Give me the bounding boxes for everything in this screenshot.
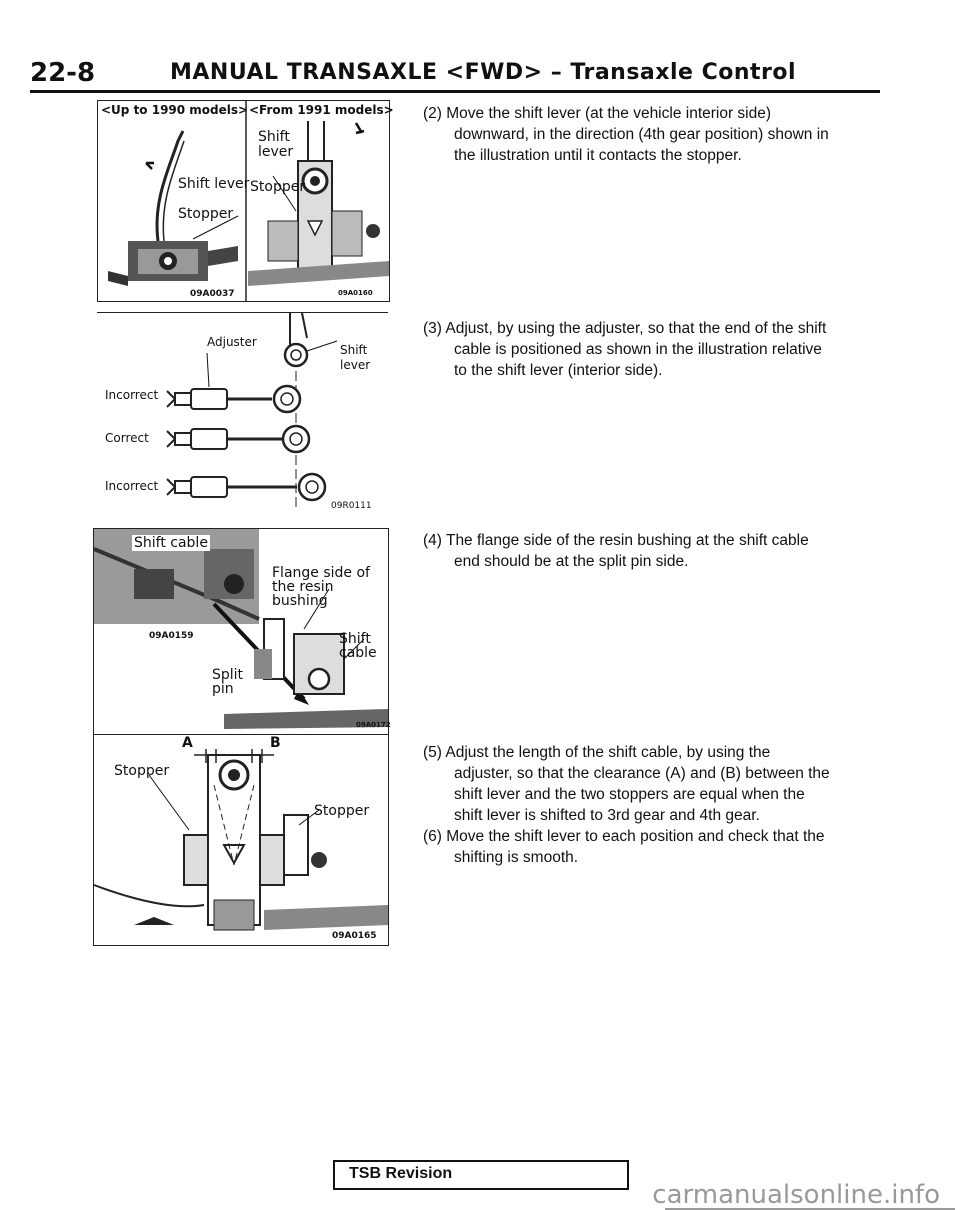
step-6: (6) Move the shift lever to each positio… xyxy=(423,826,883,868)
figure-resin-bushing: Shift cable Flange side of the resin bus… xyxy=(93,528,391,736)
label-flange-1: Flange side of xyxy=(272,565,370,581)
step-3-line-2: cable is positioned as shown in the illu… xyxy=(454,341,822,358)
figure-clearance-ab: A B Stopper Stopper 09A0165 xyxy=(93,734,389,946)
figure-code: 09A0172 xyxy=(356,721,391,729)
step-3-line-1: (3) Adjust, by using the adjuster, so th… xyxy=(423,320,827,337)
label-split-2: pin xyxy=(212,681,234,697)
label-flange-3: bushing xyxy=(272,593,328,609)
label-correct: Correct xyxy=(105,431,149,445)
step-5-line-2: adjuster, so that the clearance (A) and … xyxy=(454,765,830,782)
label-shift-lever-left: Shift lever xyxy=(178,176,250,192)
label-shift-cable-2: cable xyxy=(339,645,377,661)
label-shift-2: lever xyxy=(340,358,371,372)
figure-code: 09R0111 xyxy=(331,501,372,511)
label-shift-right-2: lever xyxy=(258,144,294,160)
figure-adjuster-positions: Adjuster Shift lever Incorrect Correct I… xyxy=(97,312,388,515)
header-rule xyxy=(30,90,880,93)
row-incorrect-1 xyxy=(166,384,302,414)
label-incorrect-2: Incorrect xyxy=(105,479,159,493)
step-2: (2) Move the shift lever (at the vehicle… xyxy=(423,103,883,166)
tsb-revision-label: TSB Revision xyxy=(349,1165,453,1182)
label-stopper-right: Stopper xyxy=(250,179,306,195)
step-6-line-1: (6) Move the shift lever to each positio… xyxy=(423,828,825,845)
figure-shift-lever-stopper: <Up to 1990 models> <From 1991 models> S… xyxy=(97,100,394,302)
step-5: (5) Adjust the length of the shift cable… xyxy=(423,742,883,826)
step-4-line-1: (4) The flange side of the resin bushing… xyxy=(423,532,809,549)
step-5-line-3: shift lever and the two stoppers are equ… xyxy=(454,786,805,803)
label-stopper-left: Stopper xyxy=(178,206,234,222)
step-6-line-2: shifting is smooth. xyxy=(454,849,579,866)
step-3-line-3: to the shift lever (interior side). xyxy=(454,362,663,379)
label-b: B xyxy=(270,735,281,751)
step-3: (3) Adjust, by using the adjuster, so th… xyxy=(423,318,883,381)
figure-adjuster-illustration xyxy=(166,312,338,508)
tsb-revision-box: TSB Revision xyxy=(333,1160,629,1190)
figure-code: 09A0165 xyxy=(332,931,377,941)
label-stopper-right: Stopper xyxy=(314,803,370,819)
step-4-line-2: end should be at the split pin side. xyxy=(454,553,689,570)
label-a: A xyxy=(182,735,193,751)
figure-clearance-illustration xyxy=(93,749,388,931)
label-incorrect-1: Incorrect xyxy=(105,388,159,402)
label-up-to-1990: <Up to 1990 models> xyxy=(101,103,249,117)
label-shift-cable-1: Shift xyxy=(339,631,371,647)
label-shift-1: Shift xyxy=(340,343,368,357)
figure-code-right: 09A0160 xyxy=(338,289,373,297)
page-header: 22-8 MANUAL TRANSAXLE <FWD> – Transaxle … xyxy=(30,58,880,92)
step-5-line-4: shift lever is shifted to 3rd gear and 4… xyxy=(454,807,760,824)
label-flange-2: the resin xyxy=(272,579,334,595)
figure-shift-lever-illustration xyxy=(108,101,389,301)
step-4: (4) The flange side of the resin bushing… xyxy=(423,530,883,572)
label-adjuster: Adjuster xyxy=(207,335,257,349)
label-shift-right-1: Shift xyxy=(258,129,290,145)
label-stopper-left: Stopper xyxy=(114,763,170,779)
watermark: carmanualsonline.info xyxy=(652,1180,940,1210)
figure-code-left: 09A0037 xyxy=(190,289,235,299)
page-number: 22-8 xyxy=(30,58,96,88)
step-2-line-3: the illustration until it contacts the s… xyxy=(454,147,742,164)
label-from-1991: <From 1991 models> xyxy=(249,103,394,117)
watermark-rule xyxy=(665,1208,955,1210)
step-2-line-2: downward, in the direction (4th gear pos… xyxy=(454,126,829,143)
step-2-line-1: (2) Move the shift lever (at the vehicle… xyxy=(423,105,772,122)
page-title: MANUAL TRANSAXLE <FWD> – Transaxle Contr… xyxy=(170,60,797,85)
figure-code-mid: 09A0159 xyxy=(149,631,194,641)
label-split-1: Split xyxy=(212,667,244,683)
row-incorrect-2 xyxy=(166,472,327,502)
step-5-line-1: (5) Adjust the length of the shift cable… xyxy=(423,744,771,761)
label-shift-cable-top: Shift cable xyxy=(132,535,210,551)
row-correct xyxy=(166,424,311,454)
